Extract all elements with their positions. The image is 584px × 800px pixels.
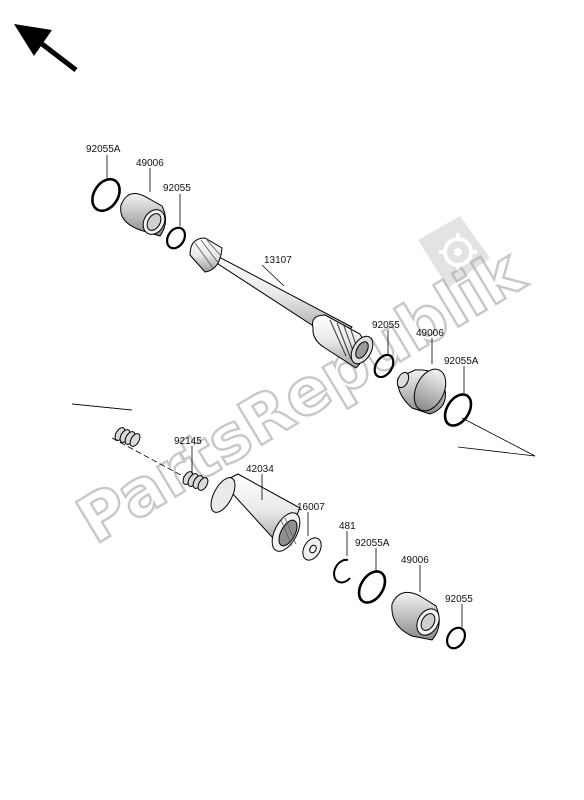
part-92055-ring-bottom[interactable] xyxy=(443,624,468,651)
label-42034: 42034 xyxy=(246,464,274,475)
part-49006-boot-top[interactable] xyxy=(120,193,170,238)
part-16007-washer[interactable] xyxy=(299,535,325,564)
part-92055A-ring-mid[interactable] xyxy=(440,390,477,430)
label-92055-top: 92055 xyxy=(163,183,191,194)
label-92055A-top: 92055A xyxy=(86,144,121,155)
label-92055A-mid: 92055A xyxy=(444,356,479,367)
label-49006-top: 49006 xyxy=(136,158,164,169)
label-49006-mid: 49006 xyxy=(416,328,444,339)
part-481-snap-ring[interactable] xyxy=(333,558,351,584)
part-92055-ring-top[interactable] xyxy=(163,224,188,251)
label-92055-bottom: 92055 xyxy=(445,594,473,605)
part-49006-boot-bottom[interactable] xyxy=(391,591,444,641)
part-92145-springs[interactable] xyxy=(113,426,210,492)
label-481: 481 xyxy=(339,521,356,532)
label-16007: 16007 xyxy=(297,502,325,513)
part-92055A-ring-top[interactable] xyxy=(87,174,125,216)
gear-icon xyxy=(418,216,490,288)
part-42034-sleeve[interactable] xyxy=(206,473,305,556)
part-49006-boot-mid[interactable] xyxy=(395,364,452,416)
label-13107: 13107 xyxy=(264,255,292,266)
assembly-guide-lines xyxy=(71,403,536,489)
label-92055A-bottom: 92055A xyxy=(355,538,390,549)
leader-lines xyxy=(106,155,465,627)
arrow-up-left-icon xyxy=(14,24,78,72)
part-92055-ring-mid[interactable] xyxy=(371,352,397,381)
label-49006-bottom: 49006 xyxy=(401,555,429,566)
label-92145: 92145 xyxy=(174,436,202,447)
part-92055A-ring-bottom[interactable] xyxy=(354,567,391,607)
part-labels: 92055A 49006 92055 13107 92055 49006 920… xyxy=(86,144,479,605)
label-92055-mid: 92055 xyxy=(372,320,400,331)
part-13107-shaft[interactable] xyxy=(189,237,377,369)
